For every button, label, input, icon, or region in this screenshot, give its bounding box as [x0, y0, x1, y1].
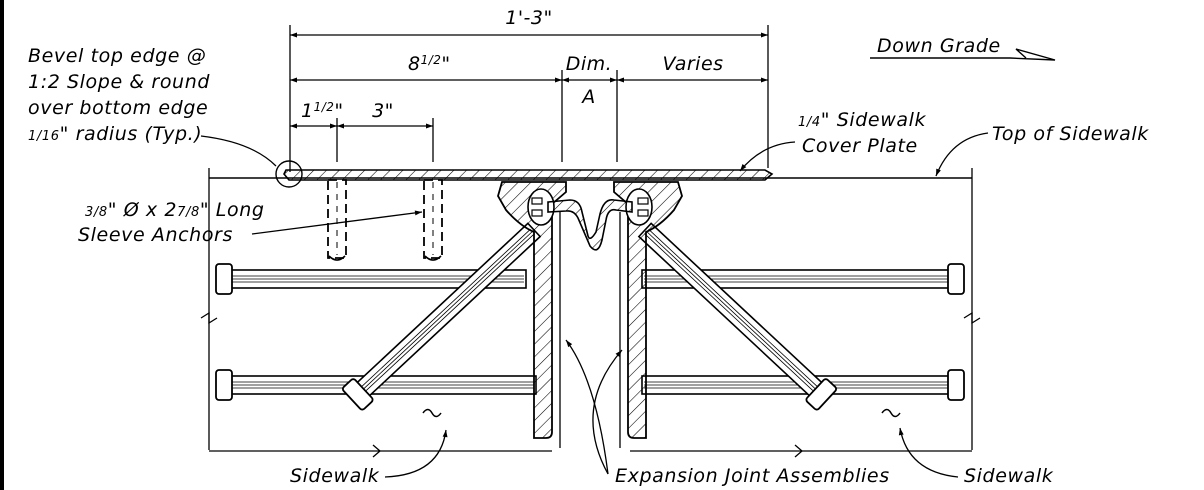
dimension-three-inch: 3" — [372, 100, 394, 122]
expansion-leader-right — [592, 349, 623, 475]
sleeve-anchors — [327, 179, 443, 261]
down-grade-arrow — [870, 48, 1056, 61]
svg-text:Sleeve Anchors: Sleeve Anchors — [78, 224, 233, 246]
dimension-varies: Varies — [662, 53, 723, 75]
svg-text:1/4" Sidewalk: 1/4" Sidewalk — [798, 109, 926, 131]
bevel-note: Bevel top edge @ 1:2 Slope & round over … — [28, 45, 210, 145]
sidewalk-right-leader — [898, 427, 959, 478]
dimension-a-letter: A — [580, 86, 596, 108]
sleeve-anchor-leader — [251, 210, 423, 235]
reinforcing-bars — [215, 263, 965, 401]
top-of-sidewalk-leader — [935, 132, 989, 177]
svg-text:Bevel top edge @: Bevel top edge @ — [28, 45, 206, 67]
dimension-one-and-half: 11/2" — [301, 100, 344, 122]
dimension-lines — [289, 25, 769, 172]
left-expansion-extrusion — [497, 181, 567, 448]
dimension-eight-and-half: 81/2" — [408, 53, 451, 75]
svg-text:3/8" Ø x 27/8" Long: 3/8" Ø x 27/8" Long — [85, 199, 265, 221]
bevel-leader — [200, 135, 277, 167]
cover-plate-note: 1/4" Sidewalk Cover Plate — [798, 109, 926, 157]
svg-text:over bottom edge: over bottom edge — [28, 97, 208, 119]
top-of-sidewalk-label: Top of Sidewalk — [992, 123, 1149, 145]
expansion-joint-label: Expansion Joint Assemblies — [615, 465, 890, 487]
sidewalk-left-label: Sidewalk — [290, 465, 380, 487]
cover-plate — [283, 169, 774, 181]
dimension-a-label: Dim. — [566, 53, 612, 75]
cover-plate-leader — [739, 141, 796, 172]
diagonal-bars — [342, 222, 837, 411]
dimension-overall: 1'-3" — [505, 7, 553, 29]
sidewalk-right-label: Sidewalk — [964, 465, 1054, 487]
expansion-leader-left — [565, 339, 609, 475]
sidewalk-slabs — [200, 168, 981, 458]
sleeve-anchor-note: 3/8" Ø x 27/8" Long Sleeve Anchors — [78, 199, 265, 246]
strip-seal — [527, 188, 653, 251]
sidewalk-left-leader — [384, 429, 448, 478]
down-grade-label: Down Grade — [877, 35, 1001, 57]
svg-text:1:2 Slope & round: 1:2 Slope & round — [28, 71, 210, 93]
svg-text:Cover Plate: Cover Plate — [802, 135, 918, 157]
svg-text:1/16" radius (Typ.): 1/16" radius (Typ.) — [28, 123, 202, 145]
right-expansion-extrusion — [613, 181, 683, 448]
